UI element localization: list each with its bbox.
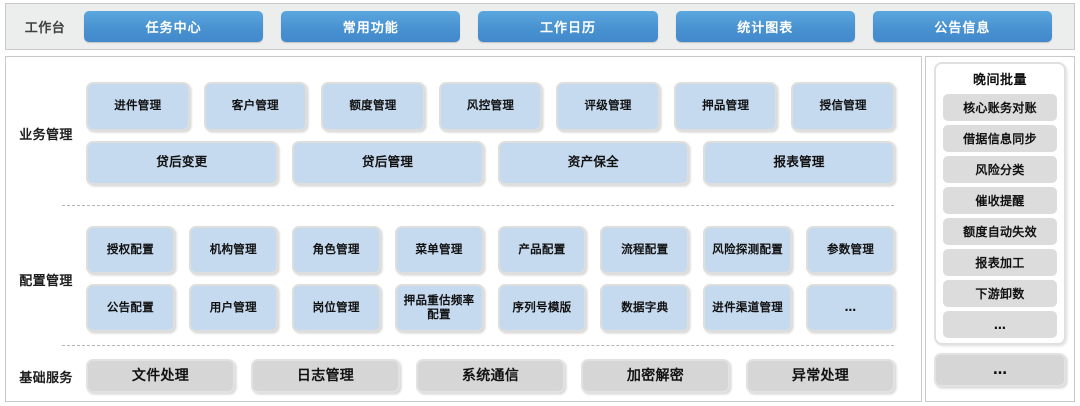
tile-config-2-8[interactable]: … (806, 284, 895, 332)
nightly-batch-item-7[interactable]: 下游卸数 (943, 280, 1057, 307)
section-label-config: 配置管理 (19, 273, 73, 289)
tile-config-1-1[interactable]: 授权配置 (86, 226, 175, 274)
tile-business-1-5[interactable]: 评级管理 (556, 81, 660, 131)
section-label-basic-services: 基础服务 (19, 370, 73, 386)
tile-config-2-5[interactable]: 序列号模版 (497, 284, 587, 332)
tile-basic-1-5[interactable]: 异常处理 (746, 359, 895, 393)
nightly-batch-item-4[interactable]: 催收提醒 (943, 187, 1057, 214)
section-business: 业务管理 进件管理客户管理额度管理风控管理评级管理押品管理授信管理贷后变更贷后管… (6, 63, 921, 203)
tile-business-2-1[interactable]: 贷后变更 (86, 140, 278, 185)
section-label-business: 业务管理 (19, 127, 73, 143)
tile-business-2-2[interactable]: 贷后管理 (291, 140, 484, 185)
tile-business-1-4[interactable]: 风控管理 (438, 81, 543, 131)
workbench-tab-1[interactable]: 任务中心 (84, 11, 264, 42)
tile-basic-1-4[interactable]: 加密解密 (581, 359, 730, 393)
tile-config-1-3[interactable]: 角色管理 (291, 226, 381, 274)
section-divider-2 (62, 345, 894, 346)
tile-config-1-6[interactable]: 流程配置 (600, 226, 690, 274)
tile-basic-1-3[interactable]: 系统通信 (416, 359, 565, 393)
sidebar-panel: 晚间批量 核心账务对账借据信息同步风险分类催收提醒额度自动失效报表加工下游卸数 …… (925, 56, 1075, 402)
tile-row: 文件处理日志管理系统通信加密解密异常处理 (86, 359, 895, 393)
tile-row: 授权配置机构管理角色管理菜单管理产品配置流程配置风险探测配置参数管理 (86, 226, 895, 274)
nightly-batch-item-5[interactable]: 额度自动失效 (943, 218, 1057, 245)
workbench-topbar: 工作台 任务中心常用功能工作日历统计图表公告信息 (5, 3, 1075, 50)
tile-config-2-1[interactable]: 公告配置 (86, 284, 175, 332)
nightly-batch-item-list: 核心账务对账借据信息同步风险分类催收提醒额度自动失效报表加工下游卸数 … (943, 94, 1057, 338)
tile-business-1-7[interactable]: 授信管理 (791, 81, 896, 131)
sidebar-more-button[interactable]: … (934, 353, 1066, 387)
section-basic-services: 基础服务 文件处理日志管理系统通信加密解密异常处理 (6, 353, 921, 399)
tile-basic-1-1[interactable]: 文件处理 (86, 359, 235, 393)
tile-business-1-6[interactable]: 押品管理 (673, 81, 778, 131)
workbench-tab-5[interactable]: 公告信息 (872, 11, 1053, 42)
tile-config-2-6[interactable]: 数据字典 (600, 284, 690, 332)
workbench-tab-2[interactable]: 常用功能 (281, 11, 461, 42)
tile-config-1-5[interactable]: 产品配置 (497, 226, 587, 274)
tile-config-2-3[interactable]: 岗位管理 (291, 284, 381, 332)
nightly-batch-item-6[interactable]: 报表加工 (943, 249, 1057, 276)
section-rows-basic-services: 文件处理日志管理系统通信加密解密异常处理 (86, 359, 921, 393)
tile-business-2-4[interactable]: 报表管理 (703, 140, 895, 185)
tile-config-1-7[interactable]: 风险探测配置 (703, 226, 793, 274)
tile-business-1-1[interactable]: 进件管理 (86, 81, 190, 131)
section-rows-business: 进件管理客户管理额度管理风控管理评级管理押品管理授信管理贷后变更贷后管理资产保全… (86, 81, 921, 185)
nightly-batch-item-8[interactable]: … (943, 311, 1057, 338)
tile-config-1-4[interactable]: 菜单管理 (394, 226, 484, 274)
tile-config-2-2[interactable]: 用户管理 (188, 284, 278, 332)
tile-row: 公告配置用户管理岗位管理押品重估频率配置序列号模版数据字典进件渠道管理 … (86, 284, 895, 332)
tile-config-1-2[interactable]: 机构管理 (188, 226, 278, 274)
main-panel: 业务管理 进件管理客户管理额度管理风控管理评级管理押品管理授信管理贷后变更贷后管… (5, 56, 922, 402)
section-rows-config: 授权配置机构管理角色管理菜单管理产品配置流程配置风险探测配置参数管理公告配置用户… (86, 226, 921, 332)
tile-business-2-3[interactable]: 资产保全 (497, 140, 690, 185)
workbench-tab-4[interactable]: 统计图表 (675, 11, 855, 42)
nightly-batch-card: 晚间批量 核心账务对账借据信息同步风险分类催收提醒额度自动失效报表加工下游卸数 … (934, 62, 1066, 345)
tile-config-1-8[interactable]: 参数管理 (806, 226, 895, 274)
workbench-tab-3[interactable]: 工作日历 (478, 11, 658, 42)
section-config: 配置管理 授权配置机构管理角色管理菜单管理产品配置流程配置风险探测配置参数管理公… (6, 215, 921, 343)
tile-row: 贷后变更贷后管理资产保全报表管理 (86, 140, 895, 185)
tile-business-1-2[interactable]: 客户管理 (203, 81, 308, 131)
tile-basic-1-2[interactable]: 日志管理 (251, 359, 400, 393)
nightly-batch-item-2[interactable]: 借据信息同步 (943, 125, 1057, 152)
nightly-batch-title: 晚间批量 (972, 73, 1027, 88)
workbench-label: 工作台 (24, 21, 66, 36)
tile-config-2-4[interactable]: 押品重估频率配置 (394, 284, 484, 332)
nightly-batch-item-1[interactable]: 核心账务对账 (943, 94, 1057, 121)
nightly-batch-item-3[interactable]: 风险分类 (943, 156, 1057, 183)
tile-business-1-3[interactable]: 额度管理 (321, 81, 425, 131)
workbench-tab-list: 任务中心常用功能工作日历统计图表公告信息 (84, 11, 1074, 42)
tile-config-2-7[interactable]: 进件渠道管理 (703, 284, 793, 332)
section-divider-1 (62, 205, 894, 206)
tile-row: 进件管理客户管理额度管理风控管理评级管理押品管理授信管理 (86, 81, 896, 131)
